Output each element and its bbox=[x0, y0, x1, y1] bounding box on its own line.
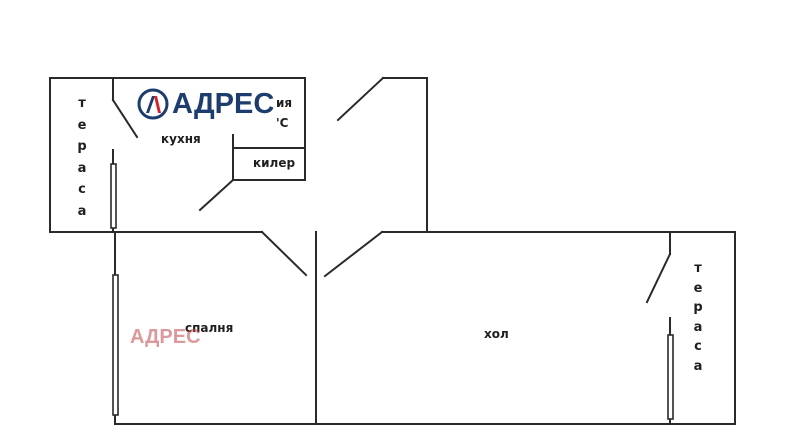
left-terrace-window bbox=[110, 149, 117, 233]
agency-logo: АДРЕС bbox=[135, 84, 277, 124]
bathroom-label-line2: 'С bbox=[276, 116, 289, 130]
lower-walls bbox=[112, 231, 736, 425]
pantry-walls bbox=[198, 134, 306, 212]
kitchen-label: кухня bbox=[161, 132, 201, 146]
bedroom-label: спалня bbox=[185, 321, 234, 335]
bathroom-label-line1: ия bbox=[276, 96, 293, 110]
pantry-label: килер bbox=[253, 156, 296, 170]
right-terrace-walls bbox=[645, 231, 674, 425]
upper-left-walls bbox=[49, 77, 306, 233]
logo-text: АДРЕС bbox=[172, 87, 275, 120]
corridor-walls bbox=[336, 76, 428, 233]
living-room-label: хол bbox=[484, 327, 509, 341]
left-terrace-label: т е р а с а bbox=[77, 96, 87, 219]
middle-wall bbox=[49, 230, 736, 278]
logo-a-icon bbox=[137, 88, 169, 120]
watermark-text: АДРЕС bbox=[130, 326, 201, 348]
right-terrace-label: т е р а с а bbox=[693, 261, 703, 374]
kitchen-door bbox=[111, 77, 139, 139]
